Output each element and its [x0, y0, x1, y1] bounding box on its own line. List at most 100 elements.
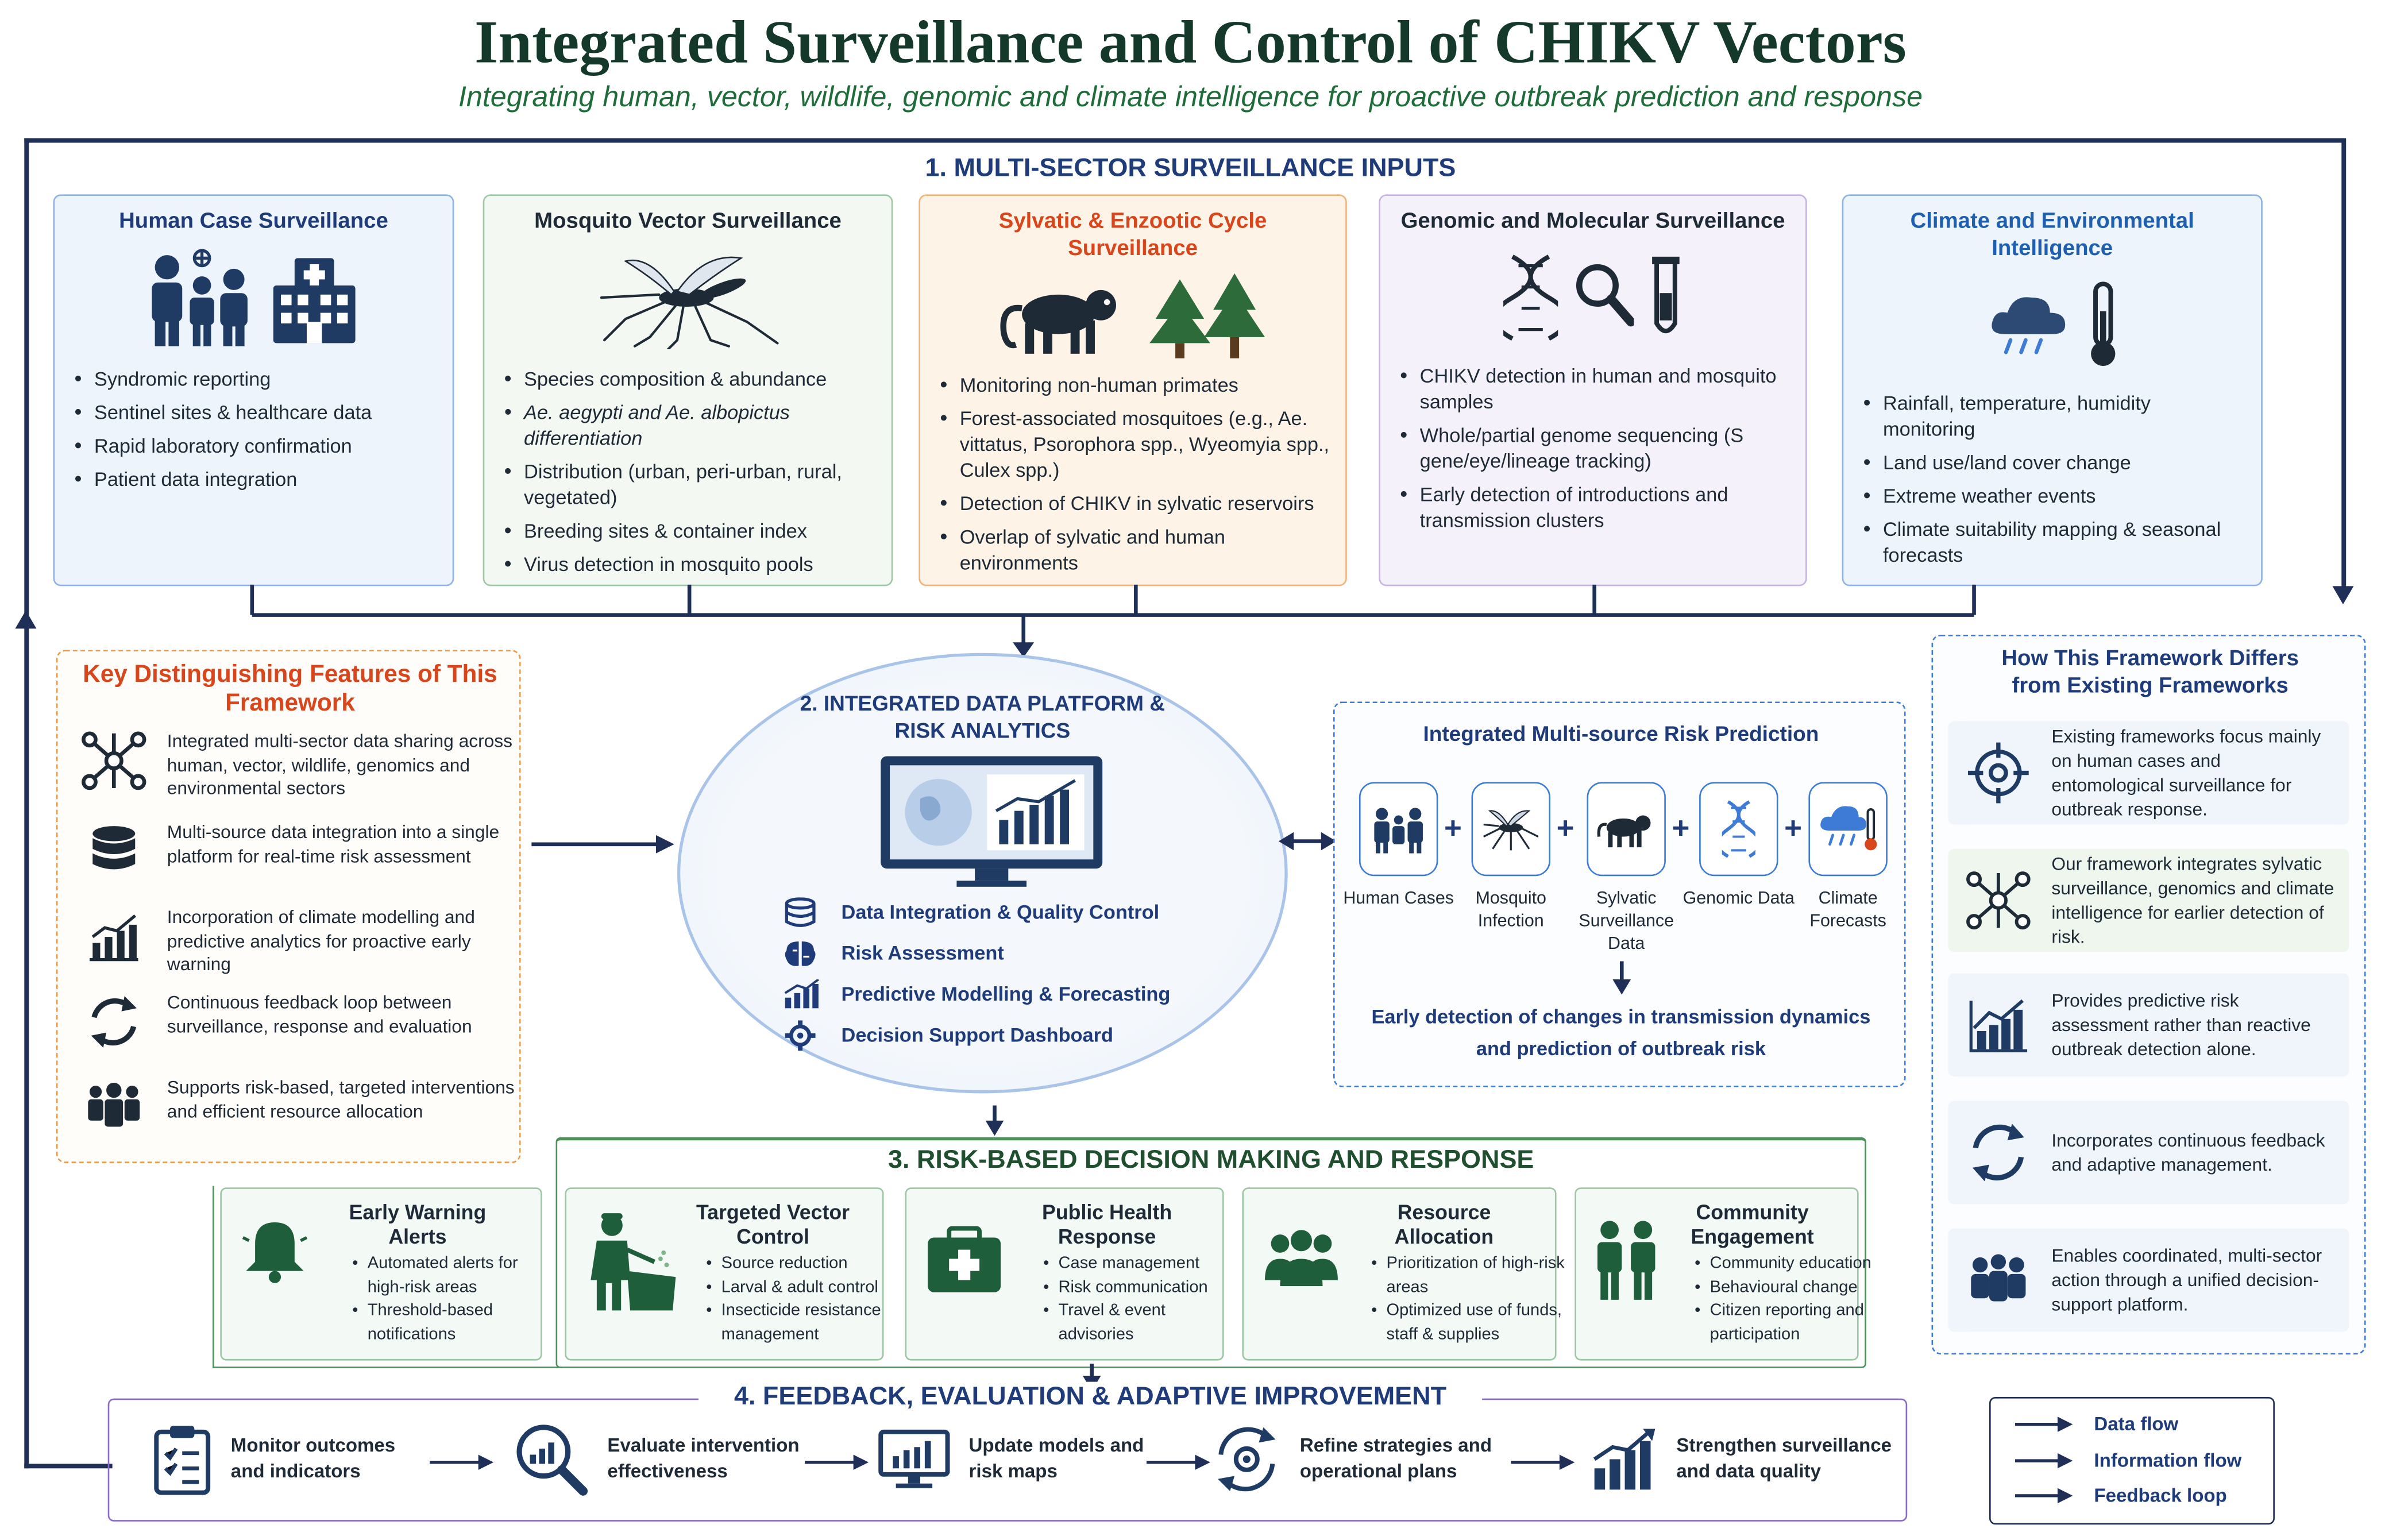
bullet-item: Sentinel sites & healthcare data — [75, 399, 437, 425]
arrow-icon — [2015, 1488, 2073, 1504]
bullet-item: Forest-associated mosquitoes (e.g., Ae. … — [940, 406, 1330, 483]
feedback-step-label: Refine strategies and operational plans — [1299, 1435, 1492, 1483]
feature-item: Continuous feedback loop between surveil… — [76, 991, 516, 1052]
bullet-item: Rapid laboratory confirmation — [75, 433, 437, 458]
clipboard-icon — [154, 1426, 211, 1495]
bullet-item: Risk communication — [1043, 1276, 1238, 1300]
chart-icon — [1969, 999, 2028, 1052]
database-icon — [92, 826, 136, 870]
card-title: Human Case Surveillance — [119, 209, 388, 234]
feedback-step: Refine strategies and operational plans — [1212, 1421, 1507, 1497]
arrow-icon — [2015, 1453, 2073, 1469]
bullet-item: Virus detection in mosquito pools — [504, 551, 876, 577]
risk-source-human-cases — [1359, 782, 1438, 877]
test-tube-icon — [1652, 256, 1680, 334]
section4-heading: 4. FEEDBACK, EVALUATION & ADAPTIVE IMPRO… — [699, 1381, 1483, 1412]
platform-item-label: Decision Support Dashboard — [841, 1023, 1114, 1047]
risk-prediction-panel: Integrated Multi-source Risk Prediction … — [1333, 701, 1906, 1087]
section1-heading: 1. MULTI-SECTOR SURVEILLANCE INPUTS — [925, 153, 1456, 183]
risk-source-label: Genomic Data — [1682, 890, 1795, 908]
frame-bottom-line — [24, 1464, 113, 1468]
brain-icon — [785, 940, 816, 966]
monkey-icon — [1597, 815, 1651, 848]
platform-function-list: Data Integration & Quality Control Risk … — [781, 896, 1170, 1050]
bullet-item: Threshold-based notifications — [352, 1300, 556, 1347]
bullet-item: Overlap of sylvatic and human environmen… — [940, 524, 1330, 576]
card-human-case-surveillance: Human Case Surveillance Syndromic report… — [53, 194, 454, 586]
database-icon — [785, 896, 816, 927]
bullet-item: Ae. aegypti and Ae. albopictus different… — [504, 399, 876, 451]
magnifier-icon — [1576, 264, 1634, 327]
first-aid-icon — [928, 1226, 1001, 1292]
bullet-item: Optimized use of funds, staff & supplies — [1371, 1300, 1572, 1347]
target-icon — [1967, 742, 2029, 804]
arrow-icon — [2015, 1417, 2073, 1432]
feedback-step: Evaluate intervention effectiveness — [514, 1421, 820, 1497]
bell-icon — [242, 1222, 308, 1283]
group-icon — [1265, 1230, 1338, 1287]
frame-left-line — [24, 138, 28, 1469]
legend-label: Information flow — [2094, 1450, 2242, 1472]
bullet-item: Early detection of introductions and tra… — [1400, 481, 1790, 533]
feature-item: Integrated multi-sector data sharing acr… — [76, 731, 516, 801]
page-title: Integrated Surveillance and Control of C… — [474, 7, 1907, 76]
bullet-item: Breeding sites & container index — [504, 518, 876, 543]
response-card-public-health: Public Health Response Case management R… — [905, 1187, 1224, 1361]
card-title: Climate and Environmental Intelligence — [1910, 209, 2194, 261]
thermometer-icon — [2090, 281, 2115, 366]
plus-sign: + — [1672, 812, 1690, 846]
magnifier-chart-icon — [516, 1425, 588, 1496]
network-icon — [1966, 871, 2031, 930]
feature-text: Continuous feedback loop between surveil… — [167, 991, 472, 1037]
card-mosquito-vector-surveillance: Mosquito Vector Surveillance Species com… — [483, 194, 893, 586]
response-frame-extension — [213, 1186, 562, 1368]
card-title: Sylvatic & Enzootic Cycle Surveillance — [998, 209, 1267, 261]
response-card-early-warning: Early Warning Alerts Automated alerts fo… — [220, 1187, 542, 1361]
bar-chart-icon — [1593, 1429, 1655, 1490]
bullet-item: Rainfall, temperature, humidity monitori… — [1863, 390, 2246, 442]
network-icon — [82, 731, 146, 790]
mosquito-icon — [600, 256, 779, 350]
platform-to-response-arrow — [985, 1105, 1004, 1136]
response-card-vector-control: Targeted Vector Control Source reduction… — [565, 1187, 884, 1361]
flow-arrow — [430, 1454, 494, 1470]
bullet-item: Case management — [1043, 1253, 1238, 1276]
frame-right-arrowhead — [2332, 586, 2354, 605]
gear-icon — [785, 1020, 816, 1050]
card-title: Genomic and Molecular Surveillance — [1400, 209, 1785, 234]
bullet-item: Automated alerts for high-risk areas — [352, 1253, 556, 1300]
feature-text: Multi-source data integration into a sin… — [167, 821, 500, 867]
page-subtitle: Integrating human, vector, wildlife, gen… — [458, 82, 1923, 114]
flow-arrow — [805, 1454, 869, 1470]
bullet-item: Prioritization of high-risk areas — [1371, 1253, 1572, 1300]
bullet-item: CHIKV detection in human and mosquito sa… — [1400, 363, 1790, 415]
sprayer-icon — [591, 1213, 676, 1311]
chart-icon — [784, 978, 820, 1008]
platform-title: 2. INTEGRATED DATA PLATFORM & RISK ANALY… — [800, 690, 1165, 743]
hospital-icon — [273, 258, 356, 343]
risk-down-arrow — [1612, 961, 1631, 995]
legend: Data flow Information flow Feedback loop — [1989, 1397, 2275, 1525]
card-genomic-molecular-surveillance: Genomic and Molecular Surveillance CHIKV… — [1379, 194, 1807, 586]
bullet-item: Climate suitability mapping & seasonal f… — [1863, 516, 2246, 568]
frame-left-arrowhead — [15, 610, 37, 629]
key-features-title: Key Distinguishing Features of This Fram… — [83, 662, 497, 717]
risk-source-sylvatic-data — [1587, 782, 1666, 877]
flow-arrow — [1146, 1454, 1210, 1470]
legend-item-feedback-loop: Feedback loop — [2015, 1485, 2227, 1506]
plus-sign: + — [1784, 812, 1803, 846]
difference-text: Our framework integrates sylvatic survei… — [2051, 853, 2334, 948]
risk-prediction-title: Integrated Multi-source Risk Prediction — [1423, 721, 1819, 746]
bullet-item: Insecticide resistance management — [706, 1300, 901, 1347]
rain-cloud-icon — [1820, 806, 1877, 851]
bullet-item: Source reduction — [706, 1253, 901, 1276]
risk-source-genomic-data — [1699, 782, 1778, 877]
difference-text: Existing frameworks focus mainly on huma… — [2051, 725, 2321, 820]
risk-outcome-text: Early detection of changes in transmissi… — [1371, 1005, 1871, 1060]
feature-text: Integrated multi-sector data sharing acr… — [167, 730, 513, 799]
risk-source-mosquito-infection — [1471, 782, 1551, 877]
people-icon — [88, 1082, 140, 1127]
family-icon — [1374, 808, 1423, 854]
section3-heading: 3. RISK-BASED DECISION MAKING AND RESPON… — [887, 1145, 1534, 1174]
feedback-step: Update models and risk maps — [878, 1421, 1151, 1497]
